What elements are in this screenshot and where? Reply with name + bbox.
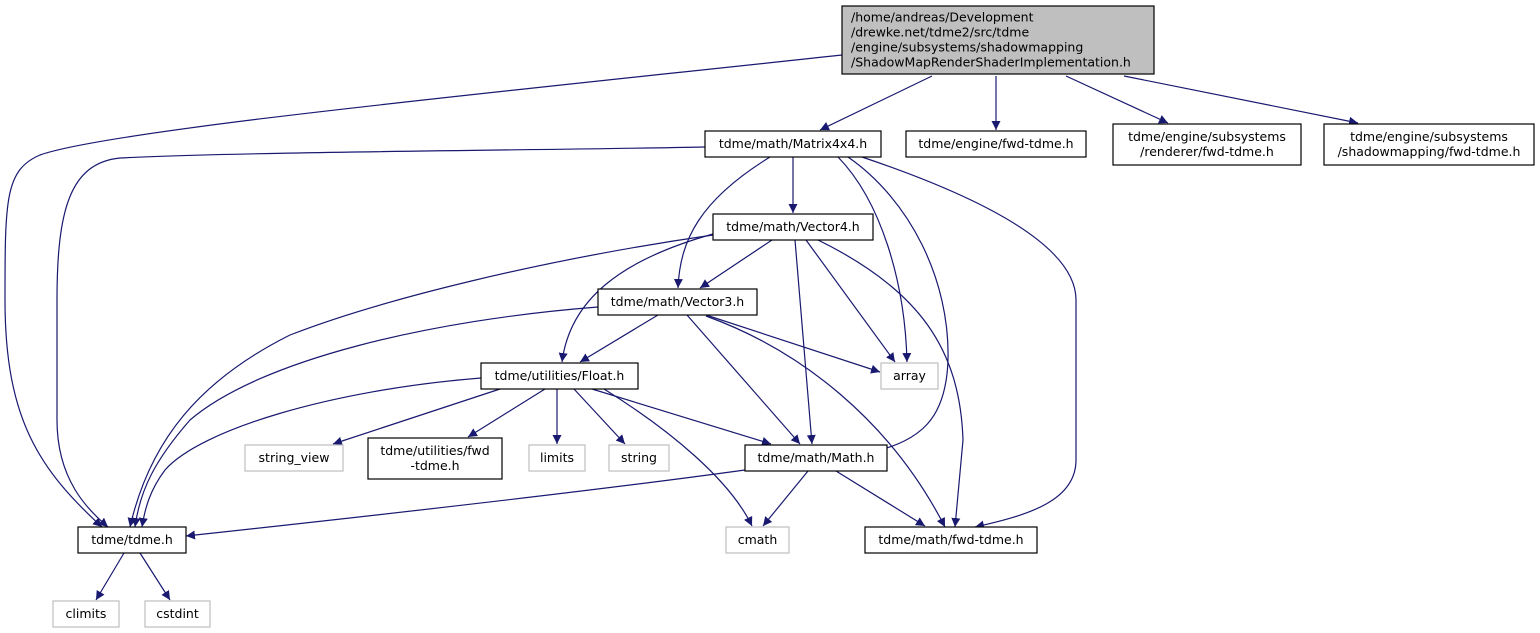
- node-label: /engine/subsystems/shadowmapping: [851, 40, 1083, 55]
- node-label: string_view: [259, 450, 330, 465]
- node-label: /home/andreas/Development: [851, 10, 1034, 25]
- node-box: [597, 288, 758, 316]
- edge-float-to-math: [591, 388, 772, 446]
- node-limits[interactable]: limits: [528, 444, 586, 472]
- edge-vector4-to-array: [805, 239, 896, 363]
- node-box: [864, 526, 1038, 554]
- node-label: /ShadowMapRenderShaderImplementation.h: [851, 55, 1131, 70]
- node-label: limits: [540, 450, 574, 465]
- edge-vector3-to-tdme: [131, 306, 599, 528]
- node-label: tdme/math/Vector3.h: [611, 294, 744, 309]
- node-label: tdme/engine/subsystems: [1128, 129, 1286, 144]
- edge-vector3-to-float: [579, 314, 659, 363]
- edge-root-to-matrix4x4: [819, 75, 933, 131]
- edge-tdme-to-climits: [95, 552, 125, 601]
- node-label: tdme/utilities/fwd: [380, 443, 489, 458]
- node-box: [608, 444, 670, 472]
- node-utilities-fwd[interactable]: tdme/utilities/fwd-tdme.h: [367, 437, 503, 480]
- edge-root-to-renderer-fwd: [1065, 75, 1169, 124]
- node-box: [367, 437, 503, 480]
- node-box: [744, 444, 888, 472]
- edge-root-to-shadowmapping-fwd: [1123, 75, 1359, 126]
- edge-root-to-tdme: [4, 54, 843, 528]
- node-label: tdme/math/Math.h: [758, 450, 875, 465]
- node-label: -tdme.h: [410, 458, 459, 473]
- node-box: [712, 213, 874, 241]
- node-engine-fwd[interactable]: tdme/engine/fwd-tdme.h: [905, 130, 1087, 158]
- node-label: array: [893, 368, 926, 383]
- node-label: tdme/math/Matrix4x4.h: [719, 136, 867, 151]
- edge-float-to-tdme: [138, 377, 482, 528]
- edge-vector3-to-array: [705, 314, 881, 374]
- node-climits[interactable]: climits: [52, 600, 120, 628]
- node-matrix4x4[interactable]: tdme/math/Matrix4x4.h: [704, 130, 882, 158]
- nodes-layer: /home/andreas/Development/drewke.net/tdm…: [52, 5, 1535, 628]
- node-label: tdme/utilities/Float.h: [495, 368, 625, 383]
- node-label: tdme/tdme.h: [91, 532, 173, 547]
- edge-float-to-cmath: [603, 388, 753, 527]
- node-label: /renderer/fwd-tdme.h: [1140, 144, 1274, 159]
- edge-matrix4x4-to-vector3: [673, 156, 771, 289]
- node-box: [905, 130, 1087, 158]
- node-renderer-fwd[interactable]: tdme/engine/subsystems/renderer/fwd-tdme…: [1112, 123, 1302, 166]
- node-tdme[interactable]: tdme/tdme.h: [77, 526, 187, 554]
- node-label: climits: [66, 606, 107, 621]
- node-vector4[interactable]: tdme/math/Vector4.h: [712, 213, 874, 241]
- node-cmath[interactable]: cmath: [725, 526, 790, 554]
- edge-matrix4x4-to-math: [847, 156, 949, 455]
- node-array[interactable]: array: [880, 362, 939, 390]
- node-label: string: [621, 450, 657, 465]
- node-box: [1112, 123, 1302, 166]
- node-string-view[interactable]: string_view: [244, 444, 344, 472]
- node-box: [841, 5, 1155, 75]
- node-root[interactable]: /home/andreas/Development/drewke.net/tdm…: [841, 5, 1155, 75]
- node-box: [725, 526, 790, 554]
- edge-float-to-utilities-fwd: [467, 388, 546, 438]
- node-label: cmath: [738, 532, 778, 547]
- node-box: [1323, 123, 1535, 166]
- node-label: tdme/math/fwd-tdme.h: [878, 532, 1023, 547]
- edge-matrix4x4-to-tdme: [56, 146, 706, 528]
- edge-vector3-to-math-fwd: [705, 315, 946, 528]
- node-cstdint[interactable]: cstdint: [144, 600, 211, 628]
- node-math-fwd[interactable]: tdme/math/fwd-tdme.h: [864, 526, 1038, 554]
- edge-vector4-to-math-fwd: [817, 239, 964, 528]
- edge-math-to-tdme: [185, 469, 746, 540]
- node-box: [144, 600, 211, 628]
- edge-float-to-string-view: [332, 388, 501, 446]
- node-label: cstdint: [156, 606, 199, 621]
- node-box: [52, 600, 120, 628]
- edge-vector4-to-math: [794, 239, 816, 445]
- node-box: [880, 362, 939, 390]
- node-vector3[interactable]: tdme/math/Vector3.h: [597, 288, 758, 316]
- edges-layer: [4, 54, 1359, 601]
- edge-matrix4x4-to-array: [837, 156, 912, 363]
- node-box: [244, 444, 344, 472]
- node-label: tdme/engine/subsystems: [1350, 129, 1508, 144]
- edge-vector4-to-float: [558, 233, 714, 363]
- node-string[interactable]: string: [608, 444, 670, 472]
- node-box: [528, 444, 586, 472]
- node-box: [77, 526, 187, 554]
- node-box: [480, 362, 639, 390]
- edge-math-to-math-fwd: [835, 470, 926, 527]
- edge-matrix4x4-to-math-fwd: [861, 156, 1077, 530]
- edge-vector4-to-vector3: [699, 239, 773, 289]
- edge-float-to-string: [573, 388, 626, 445]
- edge-vector4-to-tdme: [127, 234, 714, 528]
- node-label: tdme/engine/fwd-tdme.h: [918, 136, 1073, 151]
- node-box: [704, 130, 882, 158]
- edge-math-to-cmath: [762, 470, 809, 527]
- node-shadowmapping-fwd[interactable]: tdme/engine/subsystems/shadowmapping/fwd…: [1323, 123, 1535, 166]
- node-label: /shadowmapping/fwd-tdme.h: [1338, 144, 1521, 159]
- edge-tdme-to-cstdint: [139, 552, 171, 601]
- node-label: /drewke.net/tdme2/src/tdme: [851, 25, 1029, 40]
- edge-vector3-to-math: [686, 314, 801, 445]
- node-float[interactable]: tdme/utilities/Float.h: [480, 362, 639, 390]
- node-label: tdme/math/Vector4.h: [726, 219, 859, 234]
- node-math[interactable]: tdme/math/Math.h: [744, 444, 888, 472]
